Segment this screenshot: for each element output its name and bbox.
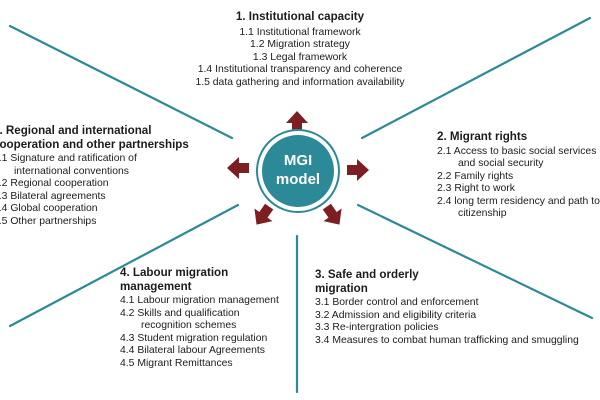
list-item: 5.1 Signature and ratification of intern… bbox=[0, 153, 137, 177]
list-item: 3.4 Measures to combat human trafficking… bbox=[315, 334, 579, 346]
divider-line-top-left bbox=[8, 24, 234, 140]
list-item: 2.2 Family rights bbox=[437, 170, 514, 182]
section-items: 2.1 Access to basic social services and … bbox=[437, 146, 600, 222]
list-item: 5.2 Regional cooperation bbox=[0, 178, 109, 190]
direction-arrows bbox=[227, 111, 369, 225]
section-institutional-capacity: 1. Institutional capacity 1.1 Institutio… bbox=[150, 10, 450, 89]
section-title: 5. Regional and international cooperatio… bbox=[0, 124, 189, 151]
arrow-right-icon bbox=[347, 159, 369, 181]
section-items: 4.1 Labour migration management 4.2 Skil… bbox=[120, 295, 305, 371]
arrow-up-icon bbox=[286, 111, 308, 133]
list-item: 1.1 Institutional framework bbox=[239, 26, 361, 38]
list-item: 4.2 Skills and qualification recognition… bbox=[120, 307, 240, 332]
center-subtitle: model bbox=[276, 171, 320, 188]
arrow-left-icon bbox=[227, 157, 249, 179]
section-migrant-rights: 2. Migrant rights 2.1 Access to basic so… bbox=[437, 130, 600, 221]
list-item: 5.3 Bilateral agreements bbox=[0, 190, 106, 202]
divider-line-top-right bbox=[360, 16, 592, 140]
list-item: 3.1 Border control and enforcement bbox=[315, 297, 479, 308]
section-title: 4. Labour migration management bbox=[120, 266, 229, 293]
section-safe-orderly-migration: 3. Safe and orderly migration 3.1 Border… bbox=[315, 268, 600, 347]
list-item: 1.5 data gathering and information avail… bbox=[195, 76, 405, 88]
arrow-down-right-icon bbox=[322, 203, 342, 225]
section-regional-international-cooperation: 5. Regional and international cooperatio… bbox=[0, 124, 208, 229]
section-items: 5.1 Signature and ratification of intern… bbox=[0, 153, 208, 229]
divider-line-bottom-left bbox=[8, 203, 240, 328]
list-item: 4.3 Student migration regulation bbox=[120, 332, 268, 344]
section-items: 3.1 Border control and enforcement 3.2 A… bbox=[315, 297, 600, 347]
list-item: 4.1 Labour migration management bbox=[120, 295, 279, 306]
section-title: 1. Institutional capacity bbox=[235, 10, 365, 23]
section-title: 2. Migrant rights bbox=[437, 130, 528, 143]
list-item: 2.4 long term residency and path to citi… bbox=[437, 195, 600, 220]
center-title: MGI bbox=[284, 152, 312, 169]
list-item: 2.1 Access to basic social services and … bbox=[437, 145, 597, 170]
list-item: 5.5 Other partnerships bbox=[0, 215, 97, 227]
section-title: 3. Safe and orderly migration bbox=[315, 268, 419, 295]
center-node: MGI model bbox=[256, 129, 340, 213]
section-labour-migration-management: 4. Labour migration management 4.1 Labou… bbox=[120, 266, 305, 371]
divider-lines bbox=[8, 16, 594, 394]
list-item: 1.2 Migration strategy bbox=[250, 39, 350, 51]
list-item: 1.3 Legal framework bbox=[252, 51, 348, 63]
section-items: 1.1 Institutional framework 1.2 Migratio… bbox=[150, 27, 450, 90]
list-item: 3.2 Admission and eligibility criteria bbox=[315, 309, 477, 321]
list-item: 4.4 Bilateral labour Agreements bbox=[120, 345, 265, 357]
divider-line-bottom-right bbox=[356, 203, 594, 320]
arrow-down-left-icon bbox=[254, 203, 274, 225]
list-item: 5.4 Global cooperation bbox=[0, 203, 98, 215]
list-item: 2.3 Right to work bbox=[437, 183, 515, 195]
list-item: 1.4 Institutional transparency and coher… bbox=[197, 64, 403, 76]
list-item: 4.5 Migrant Remittances bbox=[120, 357, 233, 369]
list-item: 3.3 Re-intergration policies bbox=[315, 322, 439, 334]
